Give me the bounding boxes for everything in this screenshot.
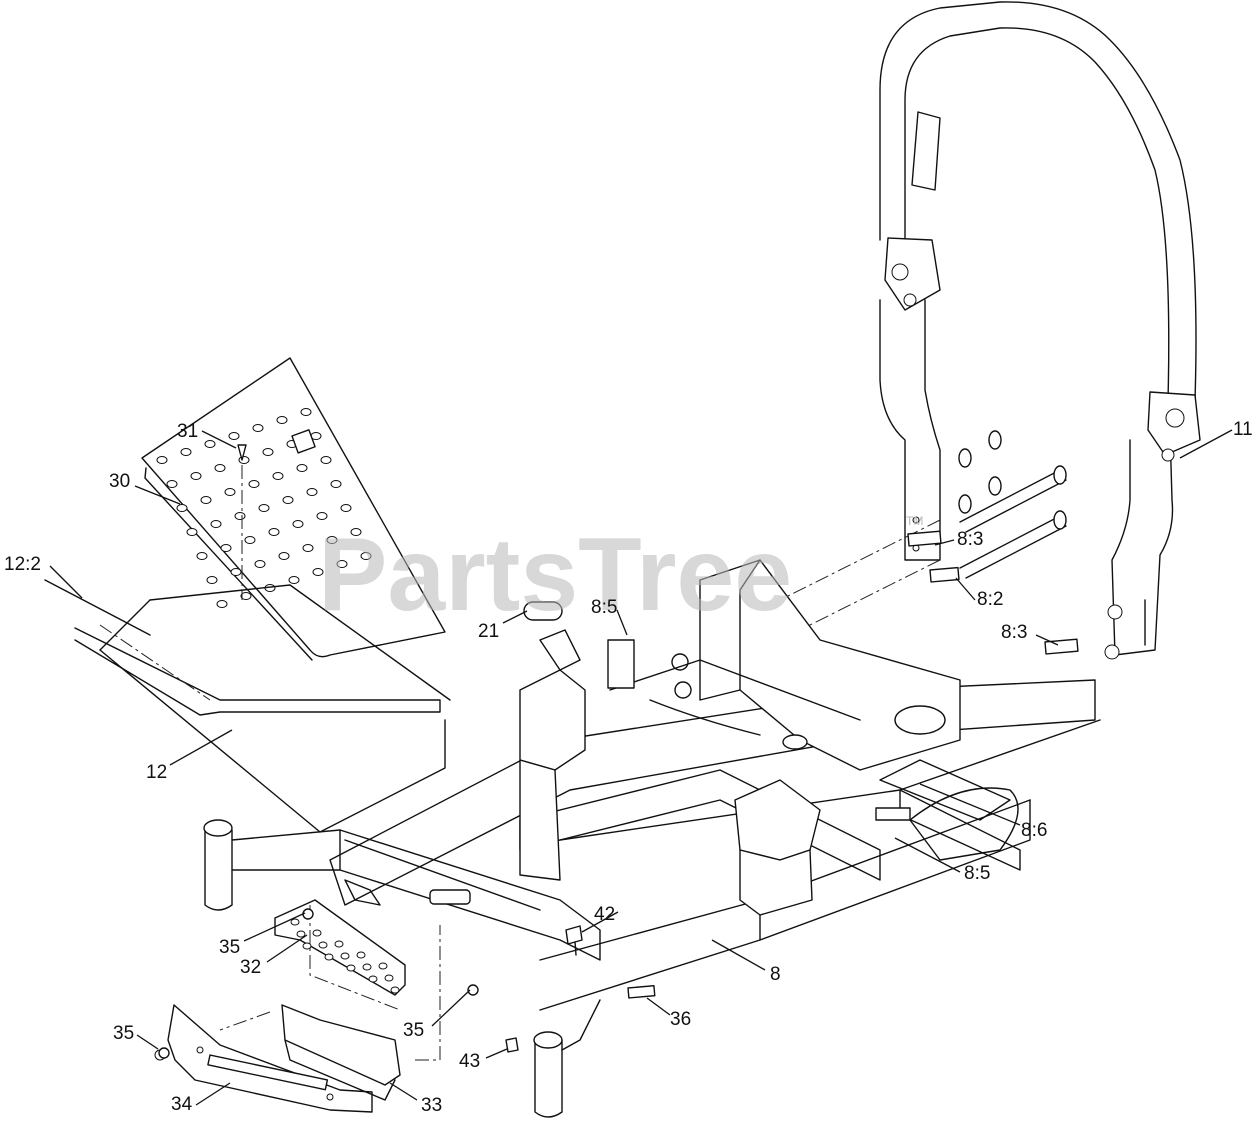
foot-plate-hole <box>214 464 226 472</box>
callout-32: 32 <box>240 957 261 978</box>
foot-plate-hole <box>252 424 264 432</box>
watermark-text: PartsTree <box>318 517 792 633</box>
foot-plate-hole <box>268 528 280 536</box>
fasteners-part-35 <box>158 908 479 1059</box>
leader-lines <box>49 429 1233 1106</box>
foot-plate-hole <box>244 536 256 544</box>
foot-plate-hole <box>306 488 318 496</box>
foot-plate-hole <box>350 528 362 536</box>
callout-35-upper: 35 <box>219 937 240 958</box>
callout-34: 34 <box>171 1094 193 1115</box>
foot-plate-hole <box>204 440 216 448</box>
foot-plate-hole <box>216 600 228 608</box>
foot-plate-hole <box>176 504 188 512</box>
foot-plate-hole <box>278 552 290 560</box>
bolt-washer-set <box>671 430 1067 699</box>
plate-hole <box>378 962 388 970</box>
callout-8-3-lower: 8:3 <box>1001 622 1027 643</box>
foot-plate-hole <box>296 464 308 472</box>
frame-part-8 <box>203 530 1101 1118</box>
plate-part-32 <box>274 899 406 1011</box>
callout-8-2: 8:2 <box>977 589 1003 610</box>
foot-plate-hole <box>302 544 314 552</box>
foot-plate-hole <box>262 448 274 456</box>
callout-35-lower: 35 <box>113 1023 134 1044</box>
foot-plate-hole <box>180 448 192 456</box>
callout-33: 33 <box>421 1095 442 1116</box>
foot-plate-hole <box>340 504 352 512</box>
callout-8-6: 8:6 <box>1021 820 1047 841</box>
foot-plate-hole <box>254 560 266 568</box>
callout-30: 30 <box>109 471 130 492</box>
foot-plate-hole <box>234 512 246 520</box>
foot-plate-hole <box>282 496 294 504</box>
foot-plate-hole <box>166 480 178 488</box>
callout-8-5-lower: 8:5 <box>964 863 990 884</box>
callout-8-3-upper: 8:3 <box>957 529 983 550</box>
callout-42: 42 <box>594 904 615 925</box>
foot-plate-hole <box>200 496 212 504</box>
foot-plate-hole <box>300 408 312 416</box>
foot-plate-hole <box>224 488 236 496</box>
plate-hole <box>346 964 356 972</box>
foot-plate-hole <box>156 456 168 464</box>
foot-plate-hole <box>190 472 202 480</box>
foot-plate-hole <box>230 568 242 576</box>
callout-21: 21 <box>478 621 499 642</box>
spacer-part-21 <box>523 601 563 621</box>
plate-hole <box>312 929 322 937</box>
foot-plate-hole <box>316 512 328 520</box>
callout-31: 31 <box>177 421 198 442</box>
foot-plate-hole <box>326 536 338 544</box>
callout-8-5-upper: 8:5 <box>591 597 617 618</box>
foot-plate-hole <box>238 456 250 464</box>
plate-hole <box>334 940 344 948</box>
callout-35-middle: 35 <box>403 1020 424 1041</box>
plate-hole <box>318 941 328 949</box>
foot-plate-hole <box>206 576 218 584</box>
foot-plate-part-30 <box>141 357 446 661</box>
foot-plate-hole <box>292 520 304 528</box>
plate-hole <box>384 974 394 982</box>
callout-43: 43 <box>459 1051 480 1072</box>
foot-plate-hole <box>360 552 372 560</box>
foot-plate-hole <box>186 528 198 536</box>
callout-36: 36 <box>670 1009 691 1030</box>
foot-plate-hole <box>220 544 232 552</box>
plate-hole <box>356 951 366 959</box>
plate-hole <box>390 986 400 994</box>
plate-hole <box>324 953 334 961</box>
floor-pan-part-12 <box>44 579 451 833</box>
callout-8: 8 <box>770 964 781 985</box>
foot-plate-hole <box>240 592 252 600</box>
plate-hole <box>290 918 300 926</box>
callout-labels: 31 30 12:2 12 21 8:5 8:3 8:2 8:3 11 8:6 … <box>4 419 1253 1116</box>
foot-plate-hole <box>288 576 300 584</box>
plate-hole <box>362 963 372 971</box>
foot-plate-hole <box>210 520 222 528</box>
bracket-part-33 <box>219 925 441 1101</box>
foot-plate-hole <box>276 416 288 424</box>
callout-12-2: 12:2 <box>4 554 41 575</box>
foot-plate-hole <box>228 432 240 440</box>
foot-plate-hole <box>312 568 324 576</box>
foot-plate-hole <box>320 456 332 464</box>
foot-plate-hole <box>258 504 270 512</box>
bumper-part-34 <box>154 1004 373 1113</box>
plate-hole <box>302 942 312 950</box>
foot-plate-hole <box>248 480 260 488</box>
foot-plate-hole <box>330 480 342 488</box>
plate-hole <box>296 930 306 938</box>
foot-plate-hole <box>272 472 284 480</box>
callout-12: 12 <box>146 762 167 783</box>
watermark-tm: TM <box>906 514 923 528</box>
foot-plate-hole <box>196 552 208 560</box>
roll-bar-part-11 <box>879 1 1201 660</box>
plate-hole <box>368 975 378 983</box>
callout-11: 11 <box>1233 419 1253 440</box>
plate-hole <box>340 952 350 960</box>
foot-plate-hole <box>336 560 348 568</box>
